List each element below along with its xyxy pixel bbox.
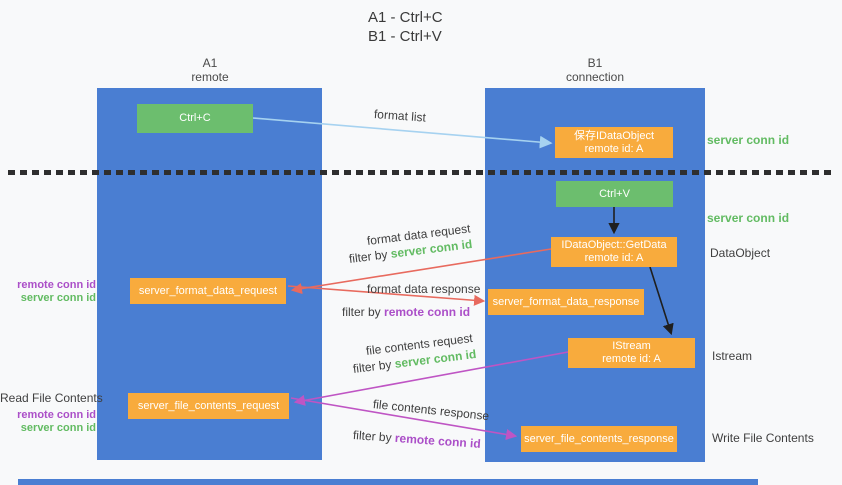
node-file-response-label: server_file_contents_response — [524, 432, 674, 445]
filter-prefix: filter by — [342, 305, 381, 319]
node-istream-line1: IStream — [612, 340, 651, 352]
bottom-partial-bar — [18, 479, 758, 485]
node-format-response-label: server_format_data_response — [492, 295, 640, 308]
annotation-conn-ids-file: remote conn id server conn id — [0, 409, 96, 435]
filter-prefix: filter by — [352, 357, 393, 376]
title-line-1: A1 - Ctrl+C — [368, 9, 443, 26]
lifeline-a1-name: A1 — [202, 56, 218, 70]
annotation-server-conn-id-mid: server conn id — [707, 211, 790, 225]
lifeline-header-a1: A1 remote — [150, 56, 270, 84]
annotation-remote-conn-id: remote conn id — [17, 409, 96, 421]
filter-prefix: filter by — [348, 247, 389, 266]
label-filter-by-remote-conn-id-1: filter by remote conn id — [342, 305, 470, 319]
node-server-file-contents-request: server_file_contents_request — [128, 393, 289, 419]
annotation-server-conn-id: server conn id — [20, 422, 96, 434]
node-istream-line2: remote id: A — [602, 353, 661, 365]
lifeline-b1-role: connection — [565, 70, 625, 84]
node-server-file-contents-response: server_file_contents_response — [521, 426, 677, 452]
label-filter-by-remote-conn-id-2: filter by remote conn id — [353, 428, 482, 451]
node-ctrl-v-label: Ctrl+V — [599, 187, 630, 200]
node-ctrl-c-label: Ctrl+C — [179, 112, 211, 124]
annotation-dataobject: DataObject — [710, 246, 771, 260]
lifeline-a1-role: remote — [191, 70, 229, 84]
title-line-2: B1 - Ctrl+V — [368, 28, 442, 45]
annotation-remote-conn-id: remote conn id — [17, 279, 96, 291]
annotation-read-file-contents: Read File Contents — [0, 391, 103, 405]
lifeline-b1-name: B1 — [587, 56, 603, 70]
node-idataobject-getdata: IDataObject::GetData remote id: A — [551, 237, 677, 267]
node-save-idataobject-line2: remote id: A — [584, 142, 644, 155]
diagram-title: A1 - Ctrl+C B1 - Ctrl+V — [368, 8, 443, 46]
node-save-idataobject-line1: 保存IDataObject — [573, 129, 655, 142]
filter-prefix: filter by — [352, 428, 393, 445]
label-format-list: format list — [373, 107, 427, 125]
label-format-data-response: format data response — [367, 282, 481, 296]
filter-remote-conn-id: remote conn id — [384, 305, 471, 319]
annotation-server-conn-id: server conn id — [20, 292, 96, 304]
annotation-istream: Istream — [712, 349, 753, 363]
node-file-request-label: server_file_contents_request — [137, 399, 280, 412]
annotation-conn-ids-format: remote conn id server conn id — [0, 279, 96, 305]
label-file-contents-response: file contents response — [372, 397, 490, 424]
dotted-separator-line — [8, 170, 836, 175]
annotation-server-conn-id-top: server conn id — [707, 133, 790, 147]
node-ctrl-c: Ctrl+C — [137, 104, 253, 133]
lifeline-header-b1: B1 connection — [535, 56, 655, 84]
node-getdata-line2: remote id: A — [584, 252, 644, 264]
node-server-format-data-request: server_format_data_request — [130, 278, 286, 304]
annotation-write-file-contents: Write File Contents — [712, 431, 814, 445]
node-format-request-label: server_format_data_request — [138, 284, 278, 297]
node-istream: IStream remote id: A — [568, 338, 695, 368]
filter-remote-conn-id: remote conn id — [394, 430, 482, 451]
node-save-idataobject: 保存IDataObject remote id: A — [555, 127, 673, 158]
node-server-format-data-response: server_format_data_response — [488, 289, 644, 315]
node-getdata-line1: IDataObject::GetData — [561, 239, 667, 251]
node-ctrl-v: Ctrl+V — [556, 181, 673, 207]
